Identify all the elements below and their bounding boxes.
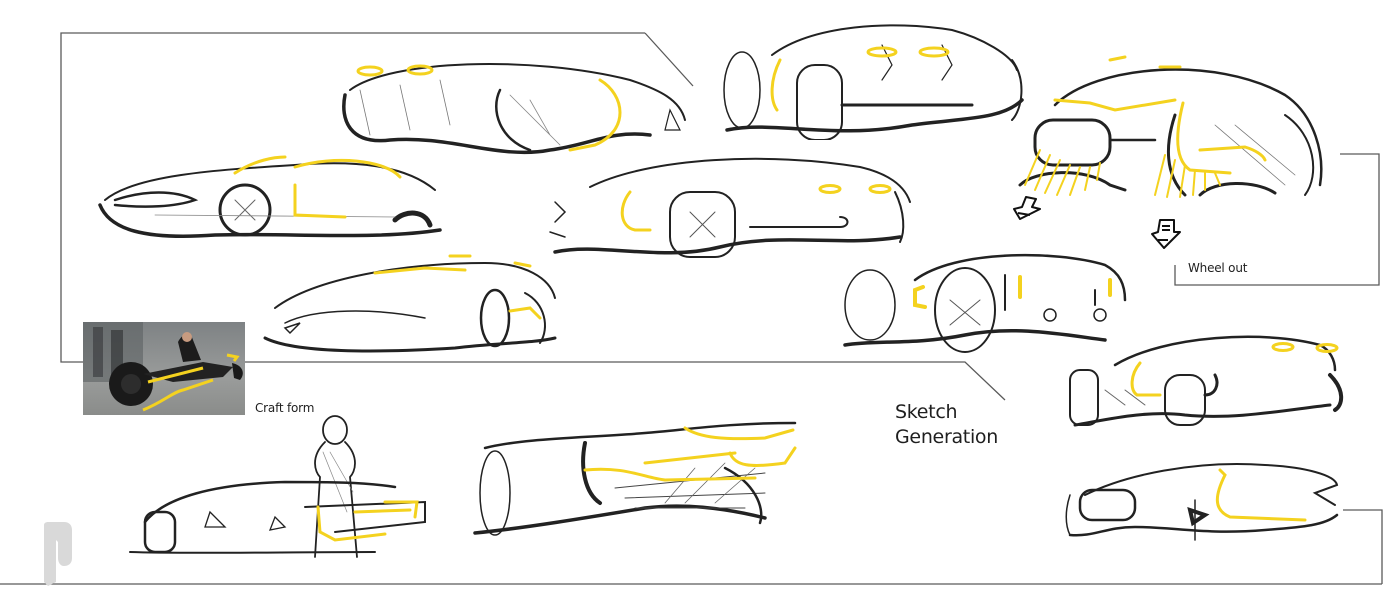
sketch-car-4: [1018, 55, 1323, 198]
sketch-car-9: [129, 415, 426, 558]
sketch-car-8: [1069, 335, 1344, 427]
sketch-car-2: [98, 155, 442, 238]
sketch-car-10: [473, 421, 797, 536]
section-title-line1: Sketch: [895, 401, 958, 423]
sketch-car-5: [549, 157, 911, 258]
batpod-motorcycle-reference-icon: [83, 322, 245, 415]
wheel-out-label: Wheel out: [1188, 261, 1248, 275]
sketch-car-1: [342, 63, 686, 155]
craft-form-label: Craft form: [255, 401, 315, 415]
accent-mark: [226, 353, 243, 380]
down-arrow-sketch-icon: [1151, 219, 1181, 249]
sketch-car-7: [843, 253, 1127, 353]
sketch-car-6: [263, 254, 557, 353]
sketch-car-11: [1065, 463, 1339, 541]
down-arrow-sketch-icon: [1013, 196, 1041, 220]
sketch-car-3: [723, 24, 1024, 140]
section-title-line2: Generation: [895, 426, 998, 448]
brand-logo-icon: [44, 522, 72, 586]
reference-photo: [83, 322, 245, 415]
